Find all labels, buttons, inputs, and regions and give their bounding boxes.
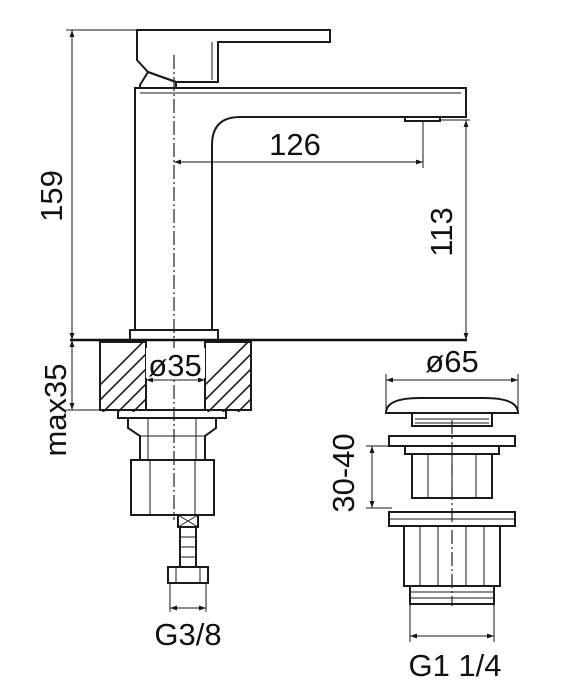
dim-adjust-range: 30-40 bbox=[326, 433, 392, 513]
faucet-body bbox=[134, 87, 467, 331]
drain-body bbox=[411, 453, 493, 499]
dim-adjust-range-label: 30-40 bbox=[326, 433, 361, 512]
mounting-nut bbox=[127, 417, 217, 461]
dim-spout-height: 113 bbox=[424, 119, 470, 340]
dim-cap-diameter: ø65 bbox=[385, 344, 519, 410]
drain-cap bbox=[384, 397, 520, 414]
drain-drawing: ø65 30-40 G1 1/4 bbox=[326, 344, 520, 683]
dim-spout-height-label: 113 bbox=[424, 207, 459, 256]
lever-handle bbox=[136, 29, 331, 83]
dim-reach-label: 126 bbox=[269, 127, 321, 162]
threaded-shank bbox=[130, 459, 215, 516]
dim-drain-thread: G1 1/4 bbox=[408, 604, 502, 683]
dim-hole-diameter: ø35 bbox=[146, 348, 205, 383]
cartridge-cap bbox=[139, 70, 177, 89]
dim-max-thickness: max35 bbox=[38, 340, 118, 457]
dim-reach: 126 bbox=[174, 121, 424, 168]
dim-height-label: 159 bbox=[34, 170, 69, 222]
dim-drain-thread-label: G1 1/4 bbox=[408, 648, 501, 683]
dim-connection-label: G3/8 bbox=[154, 617, 221, 652]
dim-connection: G3/8 bbox=[154, 583, 222, 652]
dim-max-thickness-label: max35 bbox=[38, 363, 73, 456]
dim-hole-diameter-label: ø35 bbox=[148, 348, 201, 383]
drain-nut bbox=[403, 525, 501, 587]
dim-height: 159 bbox=[34, 29, 137, 340]
supply-hose bbox=[167, 514, 209, 584]
dim-cap-diameter-label: ø65 bbox=[425, 344, 478, 379]
faucet-drawing: 159 126 113 ø35 max35 bbox=[34, 29, 470, 652]
